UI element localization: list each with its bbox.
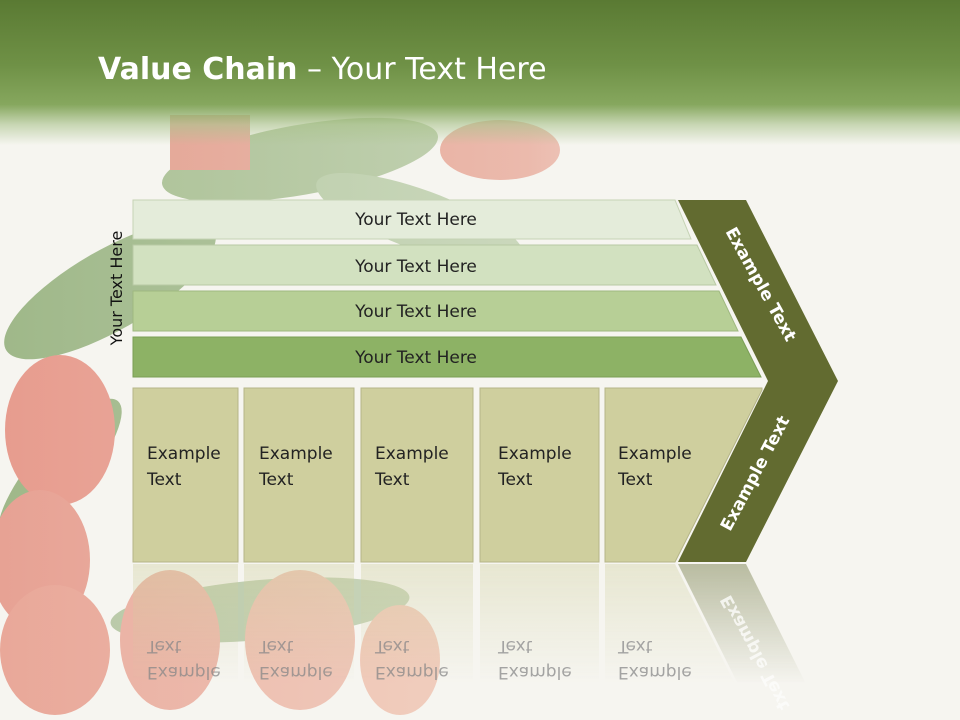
box-2-line1: Example — [259, 444, 333, 464]
reflection-box-2-line1: Example — [259, 662, 333, 682]
title-rest: – Your Text Here — [297, 52, 547, 87]
side-label: Your Text Here — [107, 231, 126, 347]
bar-3: Your Text Here — [132, 290, 739, 332]
reflection-box-3-line2: Text — [374, 636, 410, 656]
box-5-line1: Example — [618, 444, 692, 464]
box-5: Example Text — [604, 387, 763, 563]
box-3: Example Text — [360, 387, 474, 563]
bar-2-label: Your Text Here — [354, 257, 477, 277]
reflection-box-3-line1: Example — [375, 662, 449, 682]
box-4-line1: Example — [498, 444, 572, 464]
bar-4: Your Text Here — [132, 336, 762, 378]
box-1-line1: Example — [147, 444, 221, 464]
box-4-line2: Text — [497, 470, 533, 490]
box-1-line2: Text — [146, 470, 182, 490]
box-2-line2: Text — [258, 470, 294, 490]
slide-title: Value Chain – Your Text Here — [98, 52, 547, 87]
header-band — [0, 0, 960, 145]
reflection-box-5-line1: Example — [618, 662, 692, 682]
reflection-box-4-line2: Text — [497, 636, 533, 656]
bar-2: Your Text Here — [132, 244, 717, 286]
bar-1-label: Your Text Here — [354, 210, 477, 230]
box-3-line1: Example — [375, 444, 449, 464]
reflection-box-1-line2: Text — [146, 636, 182, 656]
box-3-line2: Text — [374, 470, 410, 490]
bar-3-label: Your Text Here — [354, 302, 477, 322]
reflection: Example Text Example Text Example Text E… — [133, 564, 806, 713]
box-4: Example Text — [479, 387, 600, 563]
reflection-box-5-line2: Text — [617, 636, 653, 656]
reflection-box-2-line2: Text — [258, 636, 294, 656]
box-5-line2: Text — [617, 470, 653, 490]
box-1: Example Text — [132, 387, 239, 563]
box-2: Example Text — [243, 387, 355, 563]
title-bold: Value Chain — [98, 52, 298, 87]
bar-4-label: Your Text Here — [354, 348, 477, 368]
reflection-box-1-line1: Example — [147, 662, 221, 682]
reflection-box-4-line1: Example — [498, 662, 572, 682]
bar-1: Your Text Here — [132, 199, 692, 240]
